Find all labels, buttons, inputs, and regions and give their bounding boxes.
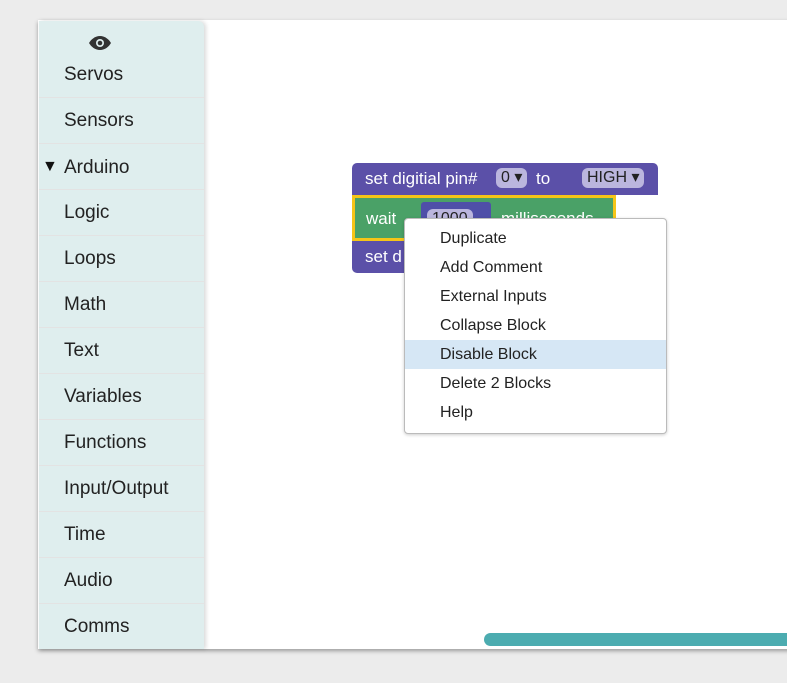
value-dropdown[interactable]: HIGH ▾ <box>582 168 645 188</box>
category-functions[interactable]: Functions <box>39 420 204 466</box>
category-time[interactable]: Time <box>39 512 204 558</box>
menu-item-disable-block[interactable]: Disable Block <box>405 340 666 369</box>
eye-icon[interactable] <box>88 35 112 51</box>
category-comms[interactable]: Comms <box>64 616 130 637</box>
category-input-output[interactable]: Input/Output <box>39 466 204 512</box>
menu-item-external-inputs[interactable]: External Inputs <box>440 288 547 305</box>
menu-item-delete-blocks[interactable]: Delete 2 Blocks <box>440 375 552 392</box>
expanded-triangle-icon: ▼ <box>42 158 58 175</box>
menu-item-help[interactable]: Help <box>440 404 473 421</box>
category-variables[interactable]: Variables <box>39 374 204 420</box>
toolbox: Servos Sensors ▼Arduino Logic Loops Math… <box>39 21 204 649</box>
category-logic[interactable]: Logic <box>39 190 204 236</box>
set-digital-pin-block-2[interactable]: set d <box>352 241 412 273</box>
menu-item-add-comment[interactable]: Add Comment <box>440 259 543 276</box>
category-audio[interactable]: Audio <box>39 558 204 604</box>
category-text[interactable]: Text <box>39 328 204 374</box>
category-math[interactable]: Math <box>39 282 204 328</box>
context-menu: Duplicate Add Comment External Inputs Co… <box>404 218 667 434</box>
category-sensors[interactable]: Sensors <box>39 98 204 144</box>
set-digital-pin-block[interactable]: set digitial pin# 0 ▾ to HIGH ▾ <box>352 163 658 195</box>
category-loops[interactable]: Loops <box>39 236 204 282</box>
menu-item-duplicate[interactable]: Duplicate <box>440 230 507 247</box>
category-arduino[interactable]: ▼Arduino <box>39 144 204 190</box>
menu-item-collapse-block[interactable]: Collapse Block <box>440 317 546 334</box>
horizontal-scrollbar[interactable] <box>484 633 787 646</box>
pin-dropdown[interactable]: 0 ▾ <box>496 168 528 188</box>
category-servos[interactable]: Servos <box>39 51 204 98</box>
